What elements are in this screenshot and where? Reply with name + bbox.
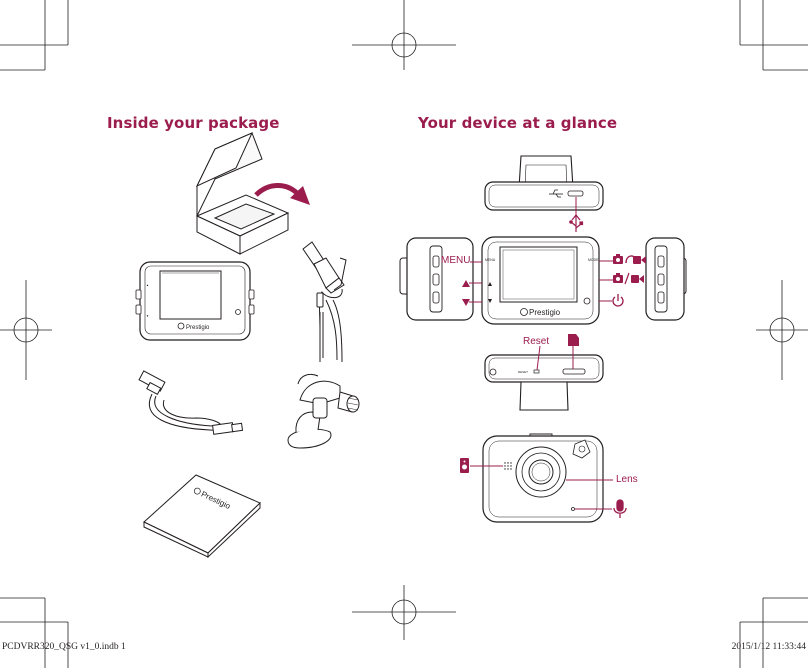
- video-mode-icon: [631, 275, 644, 283]
- speaker-icon: [460, 458, 469, 473]
- dash-camera-front: Prestigio ▲ ▼: [135, 261, 255, 341]
- quick-start-booklet: Prestigio: [143, 474, 261, 559]
- arrow-down-icon: [462, 299, 470, 306]
- open-box-arrow-head: [290, 186, 310, 205]
- microsd-card-icon: [568, 334, 579, 346]
- mode-small-text: MODE: [588, 258, 599, 262]
- device-rear-view: [482, 433, 604, 523]
- menu-small-text: MENU: [485, 258, 496, 262]
- video-mode-icon: [633, 256, 646, 264]
- reset-small-text: RESET: [518, 370, 528, 374]
- power-icon: [612, 294, 624, 307]
- menu-label: MENU: [441, 255, 471, 266]
- lens-label: Lens: [616, 474, 638, 485]
- device-left-side-view: [399, 237, 474, 321]
- device-top-view: [484, 155, 604, 211]
- reset-label: Reset: [523, 336, 550, 347]
- arrow-up-icon: [488, 282, 492, 286]
- camera-mode-icon: [613, 273, 623, 283]
- footer-timestamp: 2015/1/12 11:33:44: [731, 642, 806, 652]
- gift-box-illustration: [195, 132, 290, 255]
- camera-mode-icon: [613, 254, 623, 264]
- arrow-down-icon: [488, 299, 492, 303]
- svg-text:▼: ▼: [146, 314, 149, 318]
- device-bottom-view: [484, 354, 604, 411]
- suction-mount-illustration: [287, 373, 360, 449]
- footer-file-name: PCDVRR320_QSG v1_0.indb 1: [2, 642, 126, 652]
- usb-icon: [549, 189, 563, 198]
- slash-separator: [624, 272, 630, 285]
- arrow-up-icon: [462, 280, 470, 287]
- svg-text:▲: ▲: [146, 283, 149, 287]
- device-brand-text: Prestigio: [186, 325, 210, 331]
- car-charger-illustration: [302, 241, 347, 363]
- registration-marks: [0, 0, 808, 640]
- usb-icon: [569, 214, 584, 232]
- speaker-grille: [504, 462, 512, 470]
- device-heading: Your device at a glance: [418, 114, 618, 132]
- reset-callout-line: [536, 345, 541, 371]
- microphone-icon: [613, 499, 627, 518]
- device-brand-text: Prestigio: [529, 308, 561, 317]
- usb-cable-illustration: [138, 370, 244, 435]
- device-right-side-view: [645, 237, 687, 321]
- open-box-arrow: [254, 183, 300, 197]
- package-heading: Inside your package: [107, 114, 280, 132]
